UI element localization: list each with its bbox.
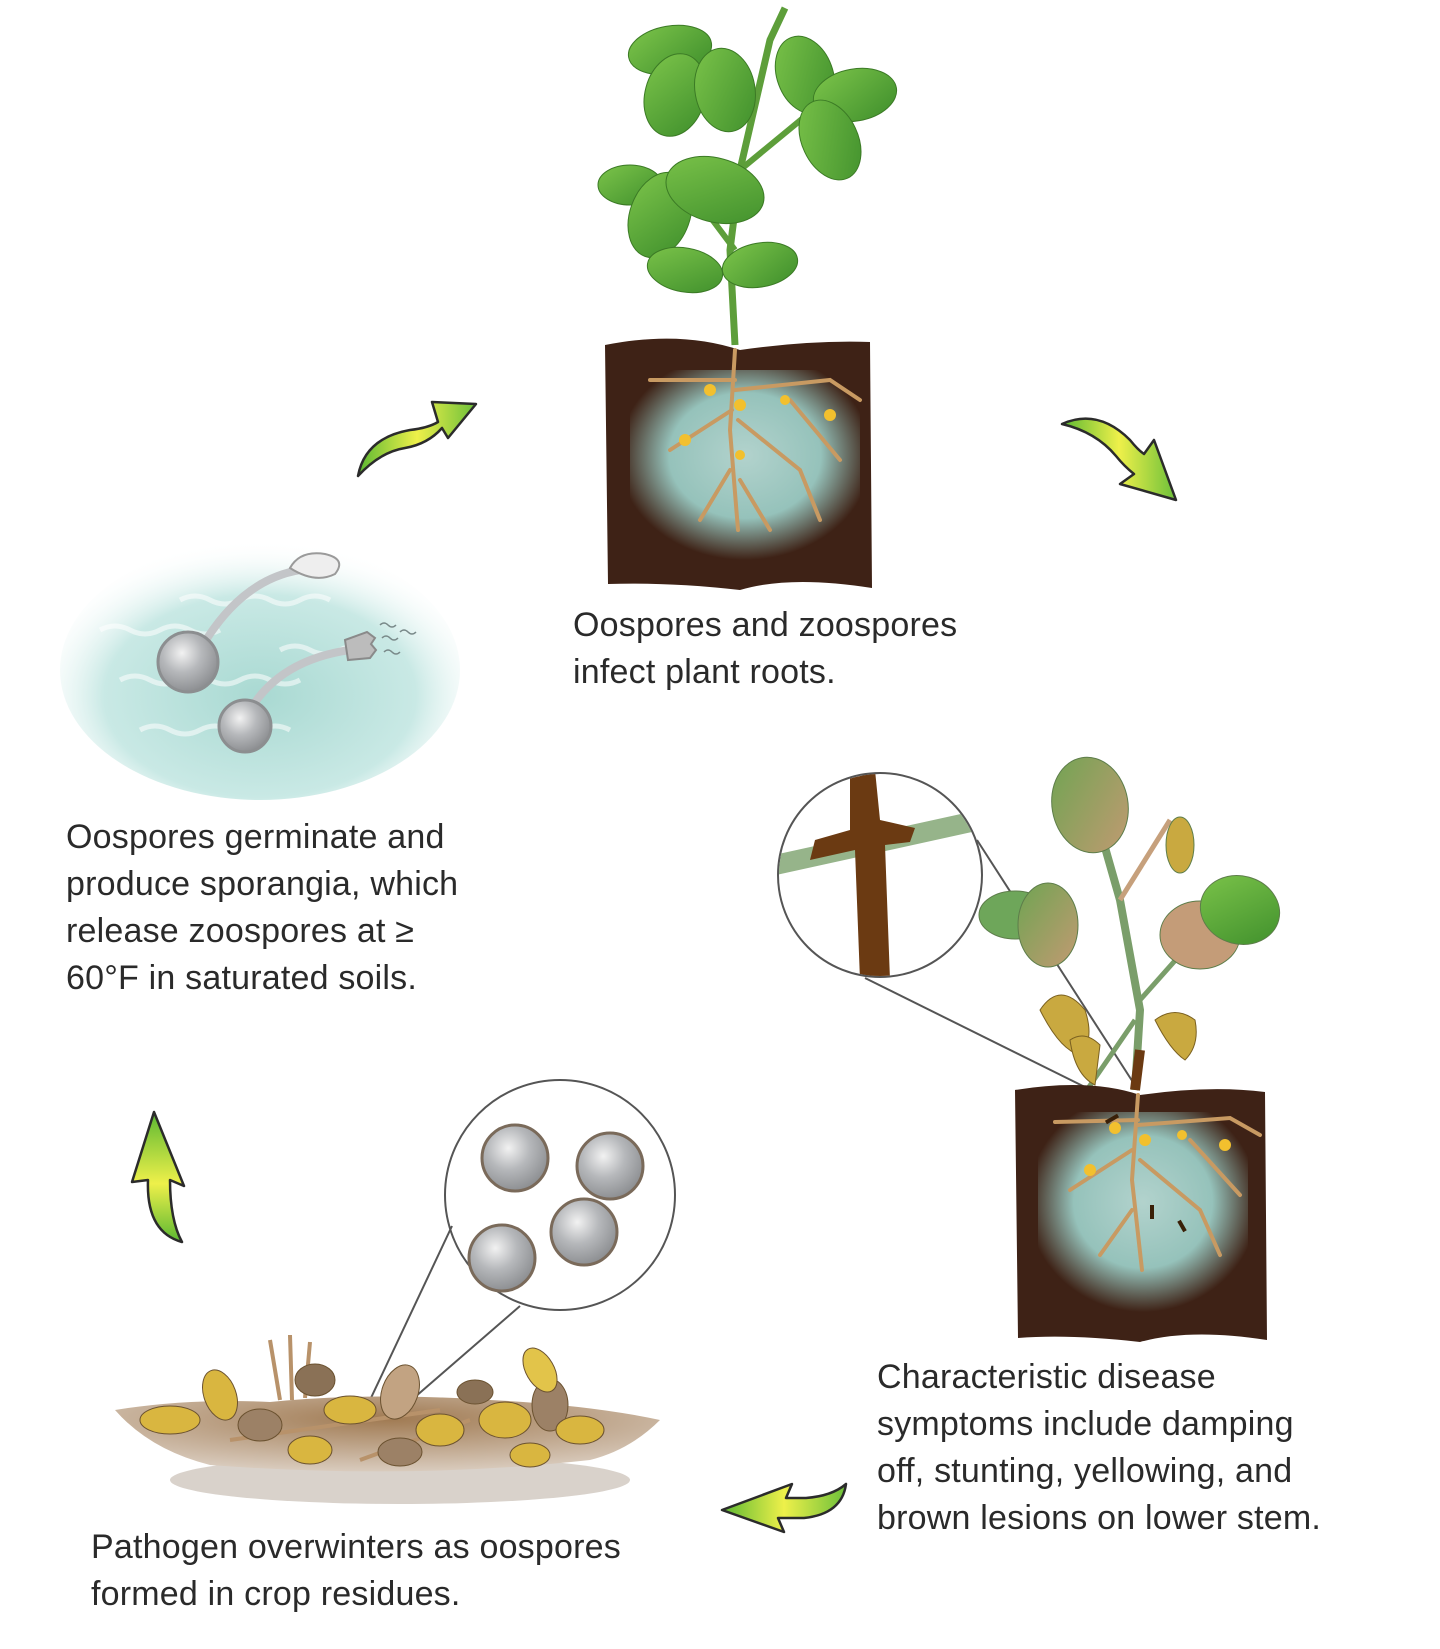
caption-line: release zoospores at ≥: [66, 912, 415, 950]
arrow-left-icon: [720, 1482, 848, 1534]
caption-line: Pathogen overwinters as oospores: [91, 1528, 621, 1566]
caption-infection: Oospores and zoospores infect plant root…: [573, 602, 957, 696]
crop-residue-illustration: [115, 1079, 676, 1504]
healthy-soybean-seedling-illustration: [597, 6, 898, 590]
arrow-up-icon: [130, 1110, 186, 1244]
caption-line: brown lesions on lower stem.: [877, 1499, 1322, 1537]
caption-overwintering: Pathogen overwinters as oospores formed …: [91, 1524, 621, 1618]
diseased-soybean-plant-illustration: [777, 756, 1281, 1342]
caption-line: formed in crop residues.: [91, 1575, 461, 1613]
arrow-down-right-icon: [1060, 417, 1178, 502]
caption-germination: Oospores germinate and produce sporangia…: [66, 814, 458, 1002]
caption-line: Oospores and zoospores: [573, 606, 958, 644]
caption-line: 60°F in saturated soils.: [66, 959, 418, 997]
caption-line: off, stunting, yellowing, and: [877, 1452, 1293, 1490]
arrow-up-right-icon: [356, 400, 478, 478]
caption-line: Characteristic disease: [877, 1358, 1216, 1396]
caption-line: Oospores germinate and: [66, 818, 445, 856]
caption-line: infect plant roots.: [573, 653, 836, 691]
germinating-oospores-illustration: [60, 540, 460, 800]
caption-line: symptoms include damping: [877, 1405, 1294, 1443]
caption-line: produce sporangia, which: [66, 865, 459, 903]
caption-symptoms: Characteristic disease symptoms include …: [877, 1354, 1321, 1542]
